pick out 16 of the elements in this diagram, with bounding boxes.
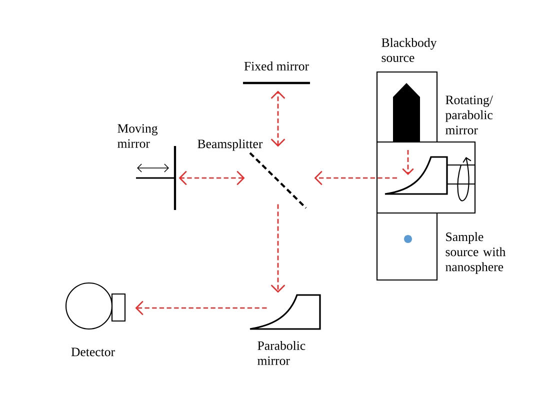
node-label: Rotating/ parabolic mirror <box>445 96 493 134</box>
node-label: Detector <box>71 348 115 356</box>
parabolic-mirror: Parabolic mirror <box>249 294 321 366</box>
node-label: Blackbody source <box>382 38 437 62</box>
arrow <box>178 170 245 186</box>
arrow <box>270 90 286 147</box>
beamsplitter: Beamsplitter <box>198 139 307 209</box>
sample-box: Sample source with nanosphere <box>376 212 506 281</box>
arrow <box>135 300 267 316</box>
node-label: Parabolic mirror <box>258 340 306 366</box>
detector: Detector <box>65 282 126 356</box>
arrow <box>314 170 397 186</box>
moving-mirror: Moving mirror <box>118 124 176 210</box>
node-label: Sample source with nanosphere <box>446 232 506 274</box>
arrow <box>270 204 286 293</box>
fixed-mirror: Fixed mirror <box>243 62 310 84</box>
